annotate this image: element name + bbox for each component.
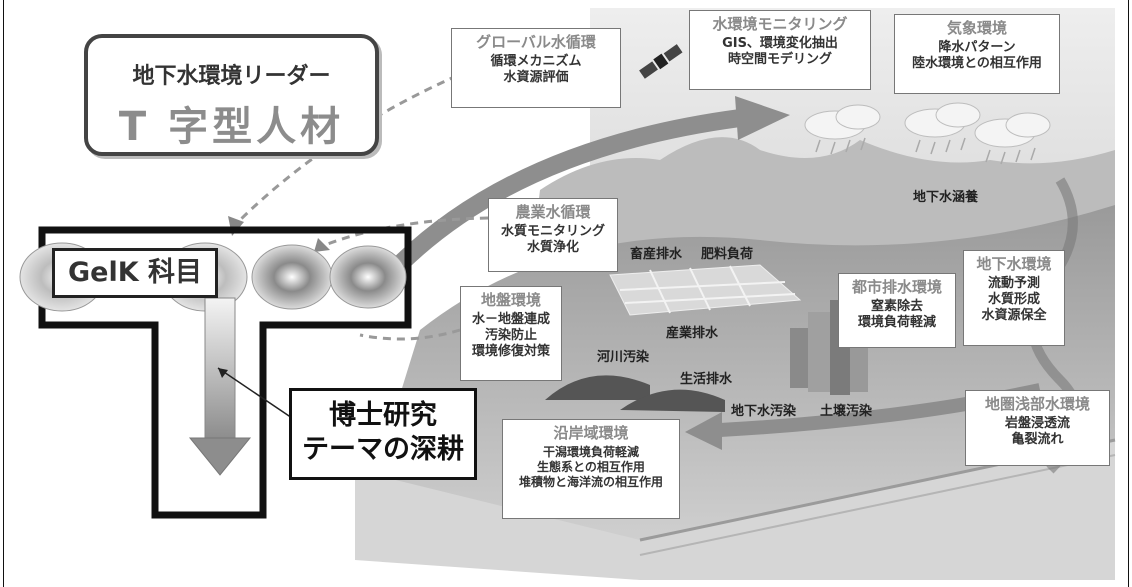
label-soil-pollution: 土壌汚染 bbox=[820, 404, 873, 419]
box-groundwater: 地下水環境 流動予測 水質形成 水資源保全 bbox=[963, 250, 1065, 346]
cycle-arrow-lower-head bbox=[685, 412, 722, 450]
label-fertilizer: 肥料負荷 bbox=[701, 247, 754, 262]
box-line: 生態系との相互作用 bbox=[537, 459, 645, 474]
box-line: 亀裂流れ bbox=[1011, 432, 1064, 447]
label-domestic: 生活排水 bbox=[680, 372, 733, 387]
box-title: 気象環境 bbox=[946, 19, 1007, 37]
field-grid bbox=[619, 265, 796, 314]
leader-subtitle: T 字型人材 bbox=[118, 104, 345, 150]
box-title: 地下水環境 bbox=[976, 255, 1052, 273]
box-title: 沿岸域環境 bbox=[553, 424, 629, 442]
box-line: 環境修復対策 bbox=[471, 344, 550, 360]
box-line: GIS、環境変化抽出 bbox=[722, 35, 838, 51]
box-line: 水質形成 bbox=[987, 292, 1040, 307]
dark-mound bbox=[545, 375, 650, 400]
box-agri-water: 農業水循環 水質モニタリング 水質浄化 bbox=[488, 198, 618, 272]
box-global-water-cycle: グローバル水循環 循環メカニズム 水資源評価 bbox=[451, 28, 621, 108]
label-livestock: 畜産排水 bbox=[630, 247, 683, 262]
box-title: 農業水循環 bbox=[515, 203, 591, 221]
gelk-label: GelK 科目 bbox=[52, 248, 218, 298]
rain-lines bbox=[815, 137, 1036, 165]
box-urban-drainage: 都市排水環境 窒素除去 環境負荷軽減 bbox=[838, 273, 956, 348]
dashed-arrow-ground bbox=[359, 328, 461, 341]
dark-mound bbox=[620, 389, 725, 412]
box-line: 降水パターン bbox=[938, 39, 1016, 55]
research-line-1: 博士研究 bbox=[329, 400, 437, 431]
box-line: 循環メカニズム bbox=[490, 53, 582, 69]
t-shape-frame bbox=[38, 226, 412, 519]
box-line: 水質浄化 bbox=[526, 240, 579, 255]
dashed-arrow-agri bbox=[324, 216, 489, 247]
label-gw-pollution: 地下水汚染 bbox=[731, 404, 797, 419]
underground-block bbox=[355, 440, 1115, 580]
box-coastal: 沿岸域環境 干潟環境負荷軽減 生態系との相互作用 堆積物と海洋流の相互作用 bbox=[502, 419, 680, 519]
box-weather: 気象環境 降水パターン 陸水環境との相互作用 bbox=[894, 14, 1060, 94]
satellite-icon bbox=[639, 44, 683, 79]
box-line: 環境負荷軽減 bbox=[857, 315, 936, 330]
pointer-head bbox=[218, 368, 228, 378]
box-line: 汚染防止 bbox=[484, 328, 537, 343]
farm-fields bbox=[609, 264, 802, 316]
pointer-line bbox=[217, 367, 296, 421]
strata-line bbox=[639, 454, 1116, 556]
box-title: グローバル水循環 bbox=[476, 33, 596, 51]
box-title: 水環境モニタリング bbox=[712, 15, 848, 33]
box-line: 水質モニタリング bbox=[500, 223, 605, 239]
box-line: 水資源評価 bbox=[503, 70, 569, 85]
gelk-ellipse bbox=[329, 245, 407, 309]
rain-clouds bbox=[804, 102, 1051, 148]
box-line: 岩盤浸透流 bbox=[1004, 415, 1070, 431]
depth-arrow-head bbox=[188, 437, 252, 476]
box-line: 時空間モデリング bbox=[727, 52, 832, 67]
box-line: 水資源保全 bbox=[981, 308, 1047, 324]
cycle-arrow-upper bbox=[373, 109, 742, 291]
cycle-arrow-upper-head bbox=[735, 96, 790, 140]
box-title: 地圏浅部水環境 bbox=[984, 395, 1090, 413]
box-ground-env: 地盤環境 水－地盤連成 汚染防止 環境修復対策 bbox=[460, 286, 562, 381]
box-line: 陸水環境との相互作用 bbox=[912, 56, 1042, 71]
box-title: 都市排水環境 bbox=[851, 278, 942, 296]
box-line: 流動予測 bbox=[987, 275, 1040, 291]
label-industrial: 産業排水 bbox=[666, 326, 719, 341]
label-river-pollution: 河川汚染 bbox=[597, 350, 650, 365]
box-line: 水－地盤連成 bbox=[471, 311, 550, 327]
box-title: 地盤環境 bbox=[480, 291, 541, 309]
figure-frame bbox=[3, 0, 1129, 587]
research-box: 博士研究 テーマの深耕 bbox=[289, 388, 477, 480]
label-recharge: 地下水涵養 bbox=[913, 190, 979, 205]
box-line: 干潟環境負荷軽減 bbox=[542, 444, 639, 459]
depth-arrow-shaft bbox=[204, 297, 236, 439]
box-water-monitoring: 水環境モニタリング GIS、環境変化抽出 時空間モデリング bbox=[689, 10, 871, 90]
box-line: 堆積物と海洋流の相互作用 bbox=[518, 474, 663, 489]
research-line-2: テーマの深耕 bbox=[302, 433, 464, 465]
box-line: 窒素除去 bbox=[870, 298, 923, 314]
leader-title: 地下水環境リーダー bbox=[132, 64, 331, 89]
dashed-arrow-head bbox=[314, 238, 330, 252]
leader-box: 地下水環境リーダー T 字型人材 bbox=[84, 34, 379, 156]
box-shallow-ground: 地圏浅部水環境 岩盤浸透流 亀裂流れ bbox=[965, 390, 1110, 466]
gelk-ellipse bbox=[251, 244, 333, 310]
